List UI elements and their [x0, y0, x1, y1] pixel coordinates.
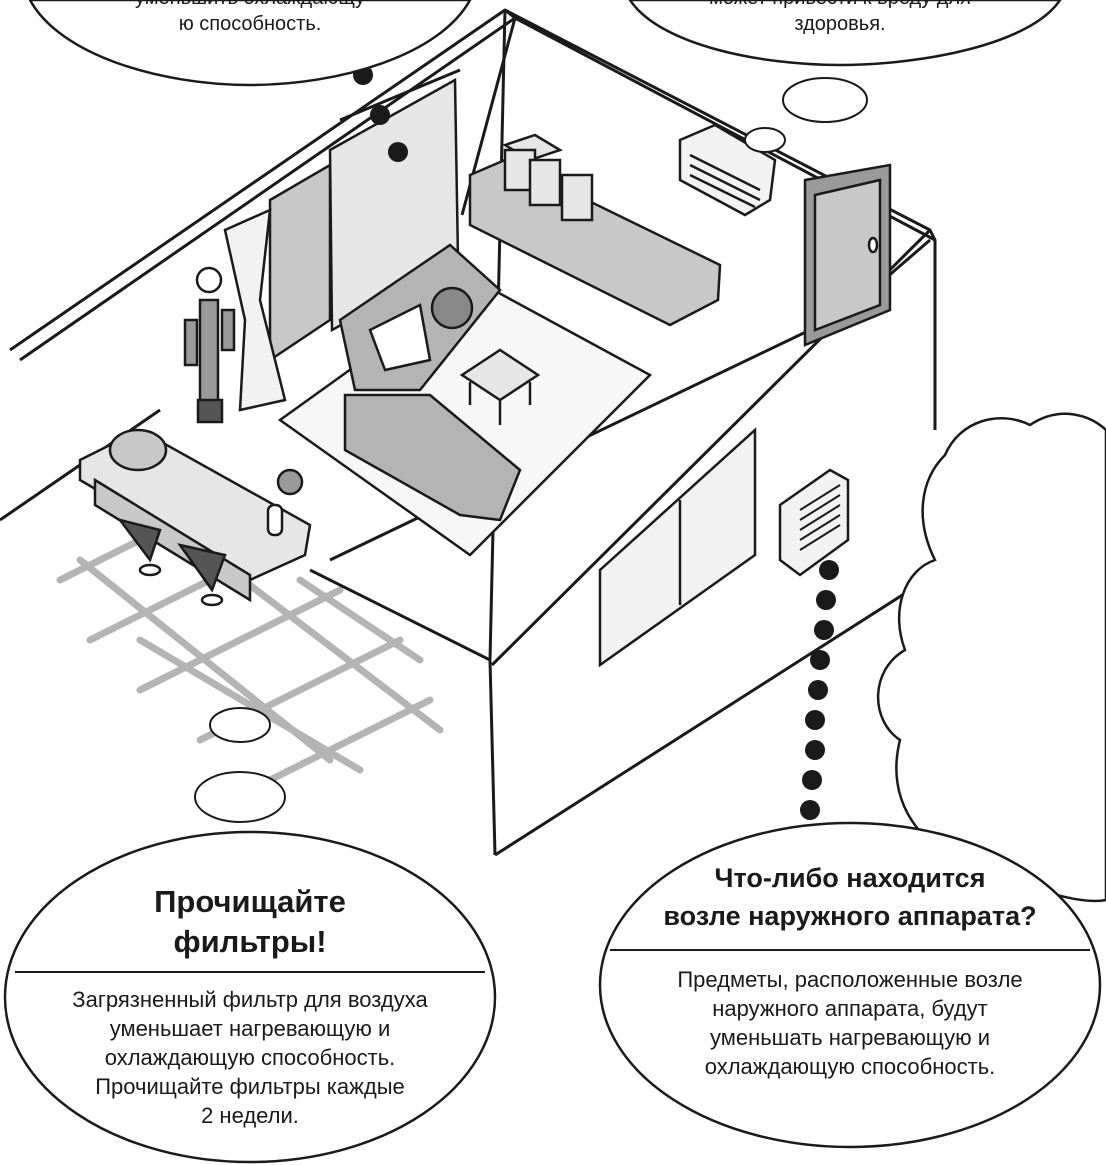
coffee-table: [459, 348, 541, 425]
body-line: уменьшает нагревающую и: [109, 1016, 391, 1042]
title-line: возле наружного аппарата?: [663, 900, 1037, 931]
outdoor-unit-bubble-title: Что-либо находится возле наружного аппар…: [630, 860, 1070, 936]
bubble-dividers: [15, 949, 1090, 973]
thought-ellipses: [194, 77, 868, 823]
body-line: Предметы, расположенные возле: [677, 967, 1023, 992]
bubble-shapes: [3, 0, 1102, 1164]
kitchen-counter: [78, 428, 312, 603]
body-line: 2 недели.: [201, 1103, 299, 1129]
bubble-top-right: [628, 0, 1062, 67]
bubble-bottom-left: [3, 830, 497, 1164]
outer-window: [598, 427, 757, 668]
body-line: Прочищайте фильтры каждые: [95, 1074, 405, 1100]
body-line: уменьшать нагревающую и: [709, 1025, 991, 1051]
text-line: здоровья.: [794, 12, 886, 35]
text-line: уменьшить охлаждающу: [60, 0, 440, 12]
top-left-bubble-text: уменьшить охлаждающу ю способность.: [60, 0, 440, 37]
connector-dots: [353, 65, 839, 820]
bar-stools: [116, 517, 227, 607]
door: [803, 163, 892, 347]
text-line: ю способность.: [178, 12, 322, 35]
bubble-bottom-right: [598, 821, 1102, 1149]
title-line: фильтры!: [173, 924, 327, 960]
outdoor-unit-bubble-body: Предметы, расположенные возле наружного …: [620, 965, 1080, 1081]
bubble-top-left: [28, 0, 472, 87]
sofa: [338, 243, 522, 522]
top-right-bubble-text: может привести к вреду для здоровья.: [640, 0, 1040, 37]
filter-bubble-title: Прочищайте фильтры!: [60, 882, 440, 963]
text-line: может привести к вреду для: [640, 0, 1040, 12]
cactus-plant: [183, 266, 236, 424]
bush: [876, 412, 1106, 903]
body-line: охлаждающую способность.: [104, 1045, 396, 1071]
filter-bubble-body: Загрязненный фильтр для воздуха уменьшае…: [40, 985, 460, 1130]
title-line: Прочищайте: [154, 884, 346, 919]
body-line: охлаждающую способность.: [704, 1054, 996, 1080]
body-line: наружного аппарата, будут: [712, 996, 988, 1022]
title-line: Что-либо находится: [714, 863, 986, 893]
tv-cabinet: [468, 133, 722, 327]
body-line: Загрязненный фильтр для воздуха: [72, 987, 428, 1012]
outdoor-ac-unit: [778, 468, 850, 577]
